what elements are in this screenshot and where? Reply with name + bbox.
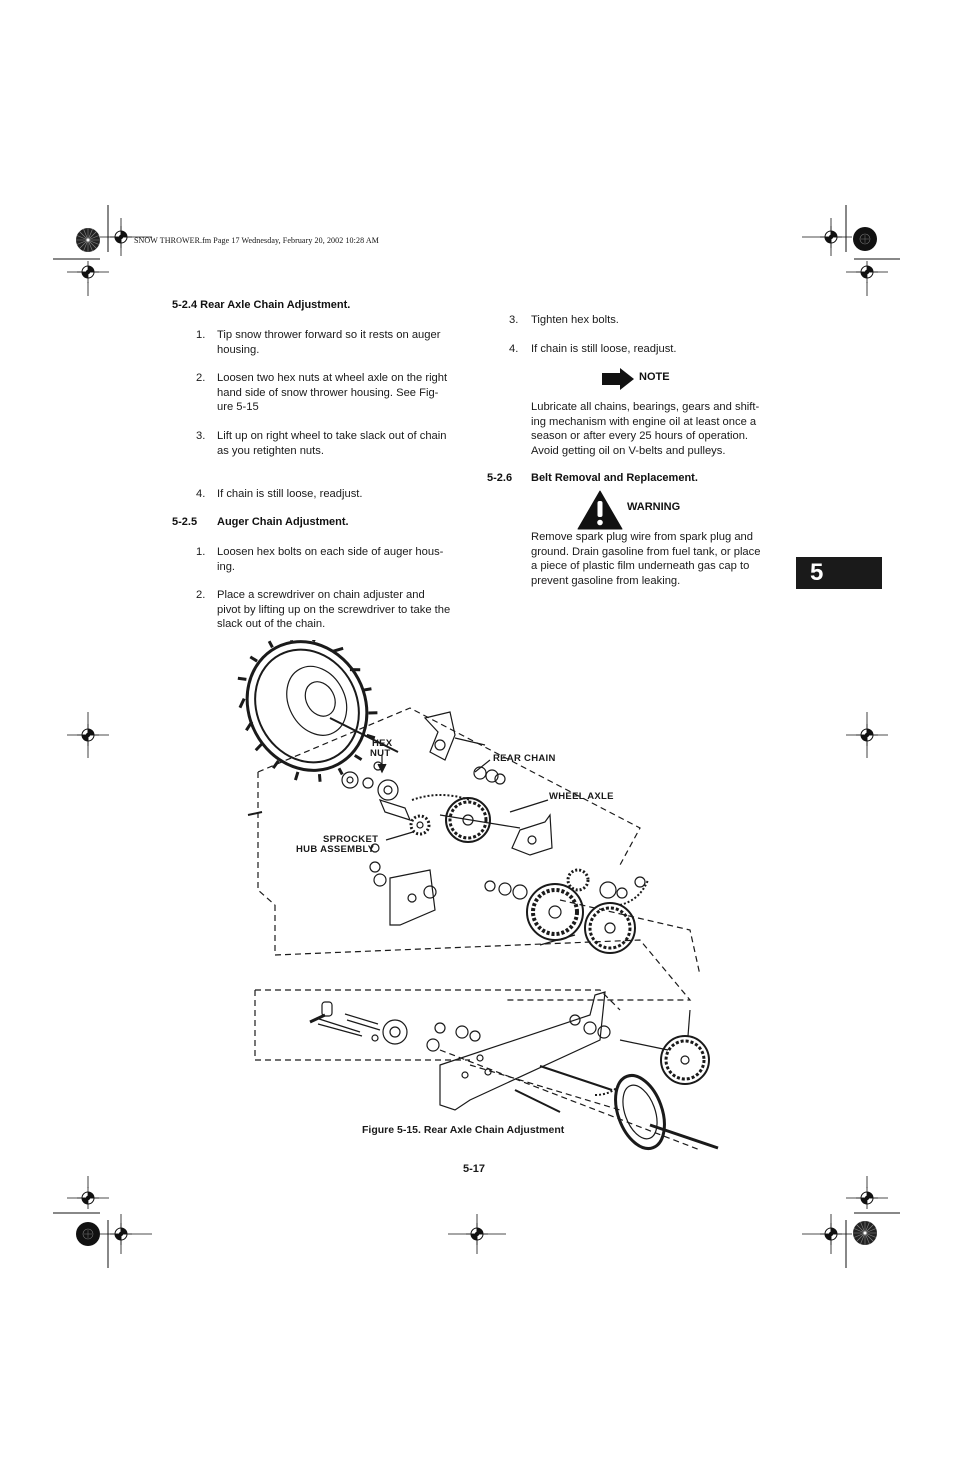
figure-caption: Figure 5-15. Rear Axle Chain Adjustment [362, 1124, 565, 1136]
step-text: Lift up on right wheel to take slack out… [217, 429, 466, 458]
line: ing. [217, 560, 236, 573]
line: If chain is still loose, readjust. [217, 488, 363, 500]
callout-nut: NUT [370, 748, 391, 759]
step-num: 4. [196, 488, 206, 500]
step-num: 1. [196, 329, 206, 341]
step-text: If chain is still loose, readjust. [217, 487, 466, 502]
line: Place a screwdriver on chain adjuster an… [217, 589, 425, 601]
callout-sprocket: SPROCKET [323, 834, 379, 845]
note-text: Lubricate all chains, bearings, gears an… [531, 400, 780, 458]
step-num: 2. [196, 372, 206, 384]
line: ure 5-15 [217, 401, 259, 413]
step-text: Tip snow thrower forward so it rests on … [217, 328, 466, 357]
line: slack out of the chain. [217, 618, 326, 630]
line: ing mechanism with engine oil at least o… [531, 415, 757, 428]
callout-hub-assembly: HUB ASSEMBLY [296, 844, 375, 855]
section-number-5-2-6: 5-2.6 [487, 472, 513, 484]
line: season or after every 25 hours of operat… [531, 430, 749, 442]
line: prevent gasoline from leaking. [531, 574, 681, 587]
warning-label: WARNING [627, 501, 681, 513]
file-info-header: SNOW THROWER.fm Page 17 Wednesday, Febru… [134, 236, 379, 245]
step-text: If chain is still loose, readjust. [531, 343, 677, 355]
line: a piece of plastic film underneath gas c… [531, 560, 750, 572]
line: pivot by lifting up on the screwdriver t… [217, 603, 451, 616]
line: hand side of snow thrower housing. See F… [217, 386, 439, 399]
section-heading-5-2-4: 5-2.4 Rear Axle Chain Adjustment. [172, 299, 351, 311]
section-title-5-2-6: Belt Removal and Replacement. [531, 472, 698, 484]
exploded-diagram [237, 640, 719, 1151]
line: ground. Drain gasoline from fuel tank, o… [531, 545, 761, 558]
note-label: NOTE [639, 371, 670, 383]
line: housing. [217, 343, 260, 356]
step-num: 1. [196, 546, 206, 558]
line: Lubricate all chains, bearings, gears an… [531, 401, 760, 413]
section-number-5-2-5: 5-2.5 [172, 516, 198, 528]
chapter-tab: 5 [796, 557, 882, 589]
line: Loosen hex bolts on each side of auger h… [217, 546, 444, 558]
line: Lift up on right wheel to take slack out… [217, 430, 447, 442]
warning-text: Remove spark plug wire from spark plug a… [531, 530, 780, 588]
line: as you retighten nuts. [217, 444, 324, 457]
line: Avoid getting oil on V-belts and pulleys… [531, 444, 726, 457]
line: Loosen two hex nuts at wheel axle on the… [217, 372, 448, 384]
step-text: Tighten hex bolts. [531, 314, 619, 326]
callout-hex: HEX [372, 738, 393, 749]
step-num: 4. [509, 343, 519, 355]
warning-triangle-icon [577, 490, 623, 530]
step-text: Loosen two hex nuts at wheel axle on the… [217, 371, 466, 415]
step-text: Place a screwdriver on chain adjuster an… [217, 588, 466, 632]
step-text: Loosen hex bolts on each side of auger h… [217, 545, 466, 574]
callout-wheel-axle: WHEEL AXLE [549, 791, 614, 802]
page-number: 5-17 [463, 1163, 486, 1175]
section-title-5-2-5: Auger Chain Adjustment. [217, 516, 349, 528]
step-num: 3. [509, 314, 519, 326]
step-num: 3. [196, 430, 206, 442]
line: Remove spark plug wire from spark plug a… [531, 531, 753, 543]
note-arrow-icon [602, 368, 634, 390]
callout-rear-chain: REAR CHAIN [493, 753, 556, 764]
step-num: 2. [196, 589, 206, 601]
line: Tip snow thrower forward so it rests on … [217, 329, 441, 341]
